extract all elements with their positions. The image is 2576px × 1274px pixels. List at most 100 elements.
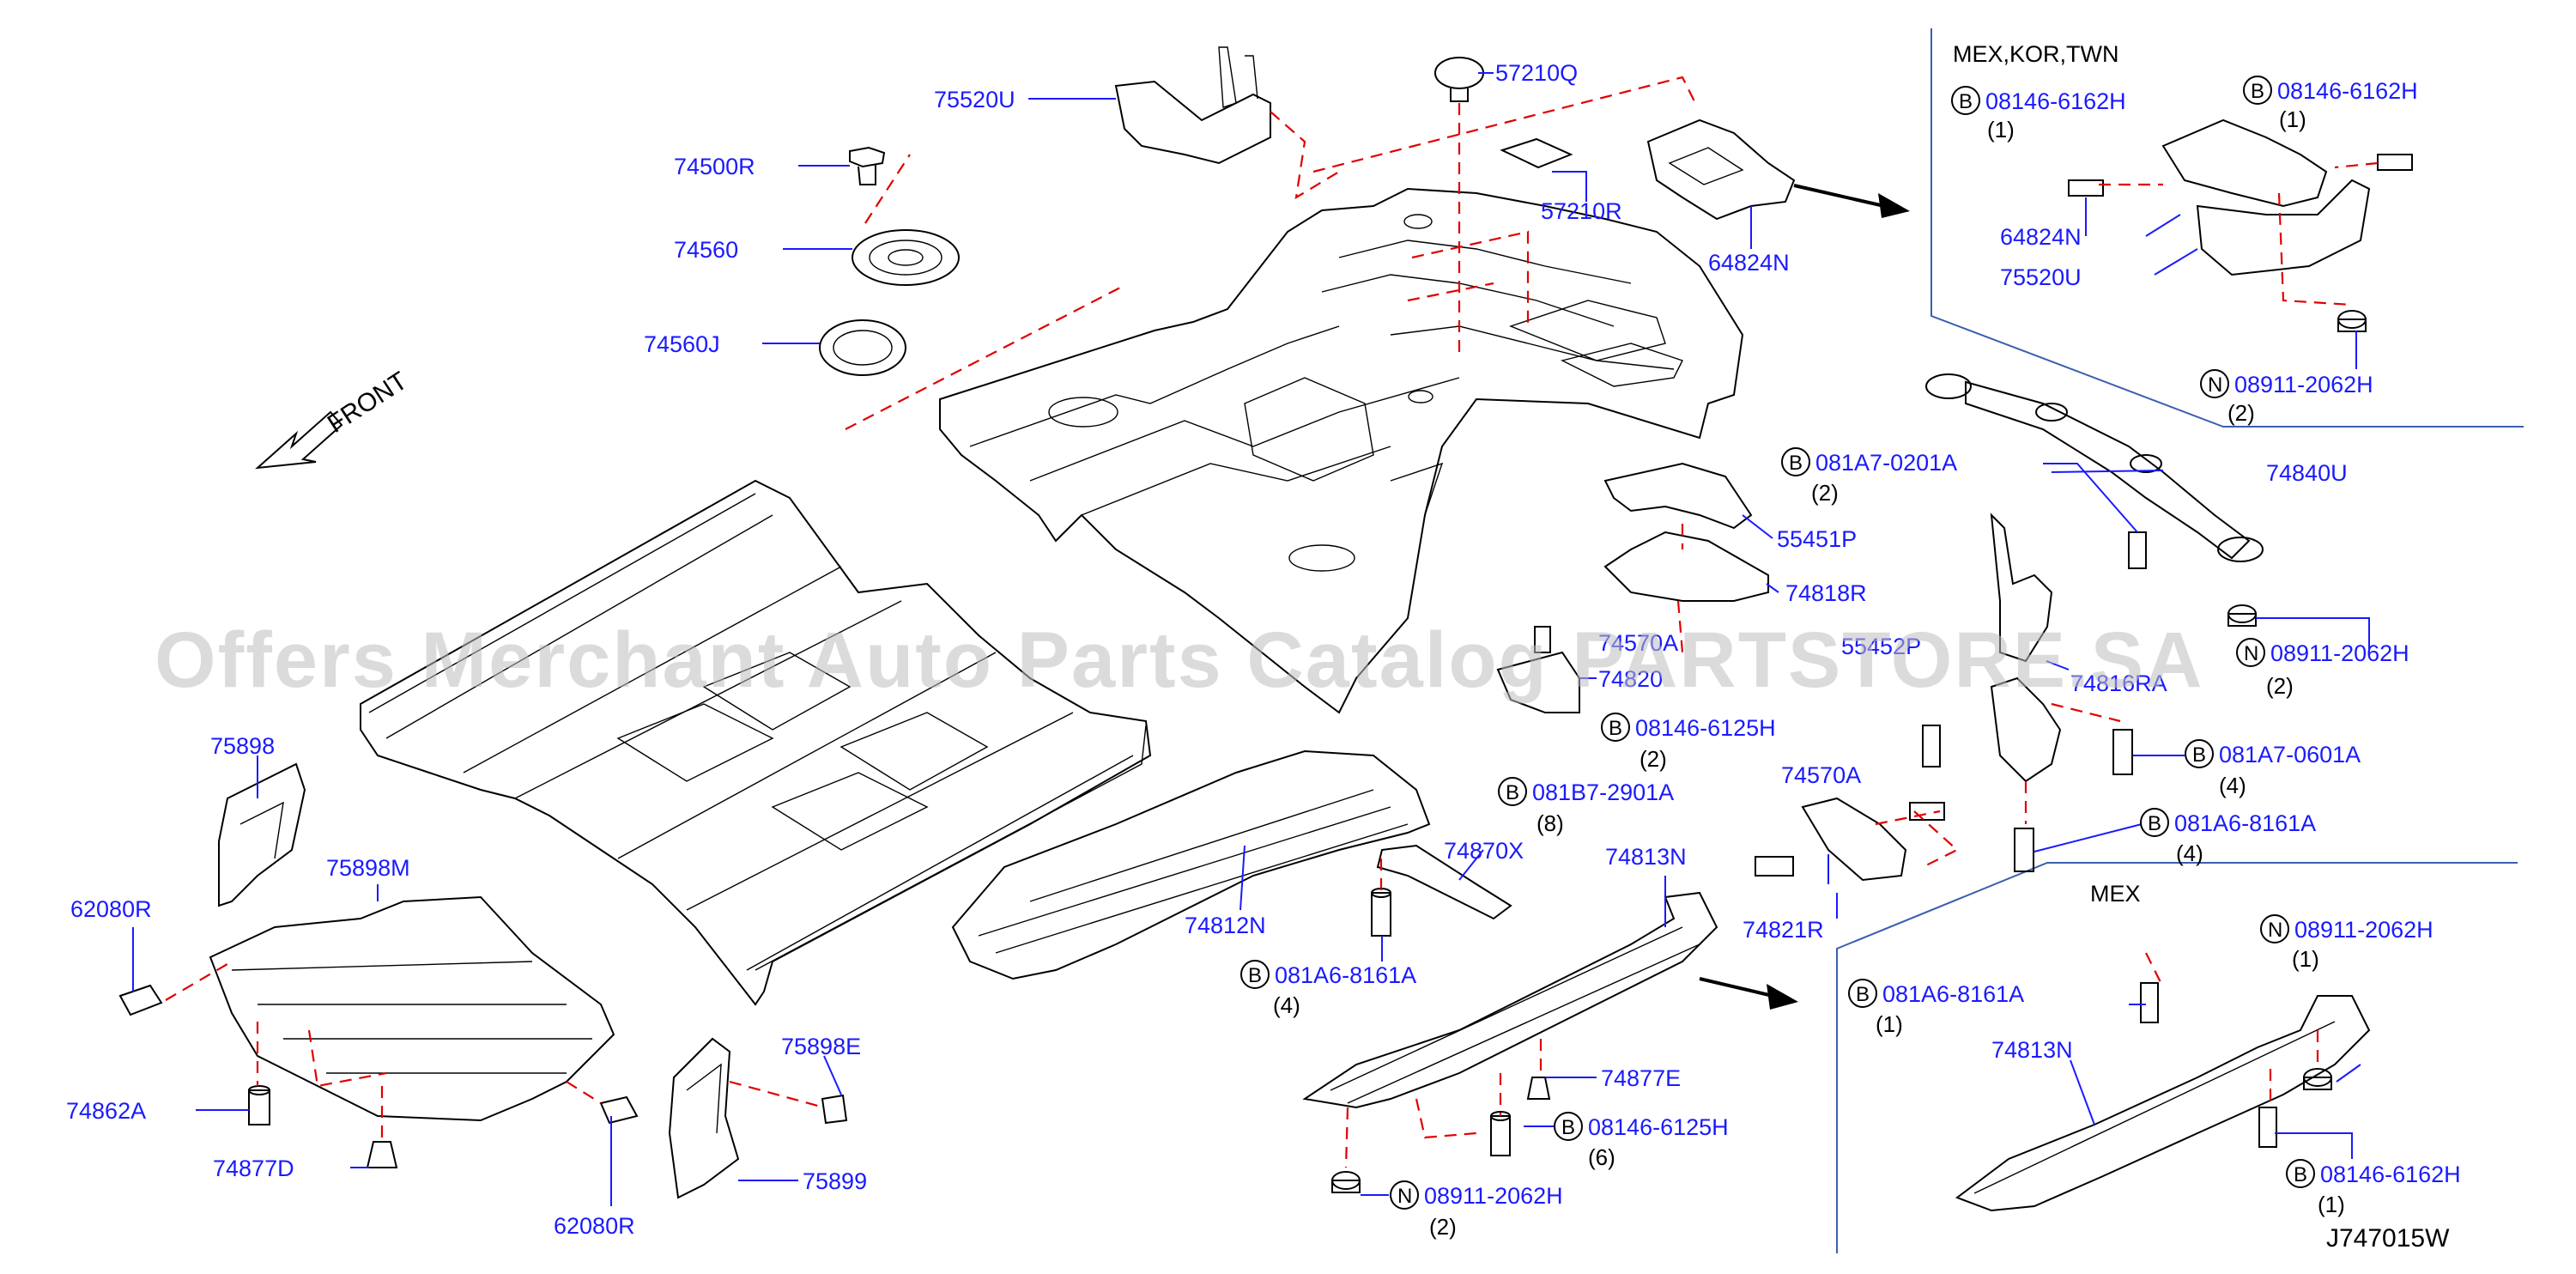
inset-top-nut-label: 08911-2062H — [2234, 372, 2373, 397]
bolt-74570A-left — [1922, 725, 1941, 767]
inset-frame-top — [1930, 28, 2524, 428]
bracket-74818R — [1603, 531, 1769, 602]
svg-text:B: B — [1609, 717, 1622, 740]
member-74840U — [1925, 373, 2264, 562]
clip-62080R-left — [118, 984, 163, 1016]
inset-top-bolt-right-label: 08146-6162H — [2277, 78, 2418, 104]
label-08911-2062H-low: 08911-2062H — [1424, 1183, 1563, 1209]
label-74862A: 74862A — [66, 1098, 146, 1124]
undercover-75898M — [209, 895, 615, 1122]
label-57210Q: 57210Q — [1495, 60, 1578, 86]
inset-top-bracket-a-label: 64824N — [2000, 224, 2082, 250]
label-74870X: 74870X — [1444, 838, 1524, 864]
svg-text:B: B — [2251, 80, 2264, 103]
label-08911-2062H-right: 08911-2062H — [2270, 640, 2409, 666]
bracket-74870X — [1376, 844, 1512, 920]
inset-bottom-bolt-a-label: 081A6-8161A — [1882, 981, 2024, 1007]
label-74821R: 74821R — [1743, 917, 1824, 943]
svg-text:N: N — [1397, 1185, 1412, 1208]
bracket-74820 — [1496, 651, 1580, 713]
bracket-55451P — [1603, 462, 1753, 530]
inset-top-title: MEX,KOR,TWN — [1953, 41, 2119, 67]
label-74813N: 74813N — [1605, 844, 1687, 870]
bolt-081A7-0601A — [2112, 729, 2133, 775]
diagram-code: J747015W — [2326, 1224, 2450, 1253]
front-label: FRONT — [323, 367, 413, 439]
label-74570A-top: 74570A — [1598, 630, 1678, 656]
leader-lines — [132, 72, 2370, 1206]
callout-labels: 75520U 57210Q 57210R 64824N 74500R 74560… — [66, 60, 2348, 1239]
label-75898M: 75898M — [326, 855, 410, 881]
inset-bottom-cover-label: 74813N — [1991, 1037, 2073, 1063]
inset-bottom-bolt-b-qty: (1) — [2318, 1192, 2345, 1217]
label-75520U: 75520U — [934, 87, 1015, 112]
clip-62080R-bottom — [599, 1095, 639, 1125]
label-08146-6125H-low: 08146-6125H — [1588, 1114, 1729, 1140]
label-75899: 75899 — [803, 1168, 867, 1194]
label-74560J: 74560J — [644, 331, 720, 357]
qty-081A6-8161A-right: (4) — [2176, 840, 2203, 866]
qty-081A7-0601A: (4) — [2219, 773, 2246, 798]
inset-bottom-bolt-a — [2140, 982, 2159, 1023]
label-74818R: 74818R — [1785, 580, 1867, 606]
label-081A6-8161A-mid: 081A6-8161A — [1275, 962, 1416, 988]
bolt-74862A — [248, 1085, 270, 1125]
front-floor-panel — [360, 479, 1152, 1006]
label-081A7-0201A: 081A7-0201A — [1815, 450, 1957, 476]
grommet-74560 — [852, 229, 960, 286]
bracket-74816RA — [1990, 676, 2062, 783]
label-74500R: 74500R — [674, 154, 755, 179]
qty-081B7-2901A: (8) — [1537, 810, 1564, 836]
pad-57210R — [1500, 137, 1573, 169]
nut-08911-2062H-right — [2227, 604, 2257, 627]
inset-bottom-nut-qty: (1) — [2292, 946, 2319, 972]
label-62080R-bottom: 62080R — [554, 1213, 635, 1239]
assembly-lines — [165, 76, 2379, 1168]
bolt-081A6-8161A-mid — [1371, 888, 1391, 937]
cap-57210Q — [1434, 57, 1484, 102]
arrow-to-inset-top — [1793, 184, 1910, 218]
bolt-74570A — [1755, 802, 1945, 877]
inset-bottom-labels: MEX N 08911-2062H (1) B 081A6-8161A (1) … — [1848, 881, 2461, 1217]
cover-75898 — [218, 762, 306, 907]
bracket-55452P — [1990, 513, 2053, 663]
cover-75899 — [668, 1037, 740, 1199]
label-74570A: 74570A — [1781, 762, 1861, 788]
label-081A6-8161A-right: 081A6-8161A — [2174, 810, 2316, 836]
label-75898: 75898 — [210, 733, 275, 759]
inset-bottom-bolt-a-qty: (1) — [1876, 1011, 1903, 1037]
label-08146-6125H-mid: 08146-6125H — [1635, 715, 1776, 741]
watermark: Offers Merchant Auto Parts Catalog PARTS… — [155, 616, 2204, 704]
clip-74500R — [849, 146, 886, 185]
bracket-74821R — [1801, 797, 1907, 882]
label-64824N: 64824N — [1708, 250, 1790, 276]
label-57210R: 57210R — [1541, 198, 1622, 224]
clip-75898E — [821, 1094, 848, 1125]
svg-text:B: B — [2148, 812, 2161, 835]
qty-081A6-8161A-mid: (4) — [1273, 992, 1300, 1018]
label-55451P: 55451P — [1777, 526, 1857, 552]
bracket-64824N — [1646, 118, 1796, 221]
svg-text:B: B — [2192, 743, 2206, 767]
label-74816RA: 74816RA — [2070, 670, 2167, 696]
inset-top-bolt-left-label: 08146-6162H — [1985, 88, 2126, 114]
label-75898E: 75898E — [781, 1034, 861, 1059]
front-arrow-icon — [255, 410, 343, 470]
label-74560: 74560 — [674, 237, 738, 263]
nut-08911-2062H-low — [1331, 1171, 1361, 1193]
label-74877E: 74877E — [1601, 1065, 1681, 1091]
inset-top-nut — [2337, 310, 2367, 332]
qty-08146-6125H-low: (6) — [1588, 1144, 1615, 1170]
label-62080R-left: 62080R — [70, 896, 152, 922]
label-55452P: 55452P — [1841, 634, 1921, 659]
inset-bottom-undercover — [1955, 995, 2371, 1212]
rear-floor-panel — [939, 187, 1744, 714]
bracket-75520U — [1114, 46, 1271, 165]
svg-text:B: B — [1959, 90, 1973, 113]
inset-bottom-title: MEX — [2090, 881, 2141, 907]
label-74877D: 74877D — [213, 1156, 294, 1181]
qty-08911-2062H-right: (2) — [2266, 673, 2294, 699]
inset-top-bolt-left — [2068, 179, 2104, 197]
label-081A7-0601A: 081A7-0601A — [2219, 742, 2361, 767]
